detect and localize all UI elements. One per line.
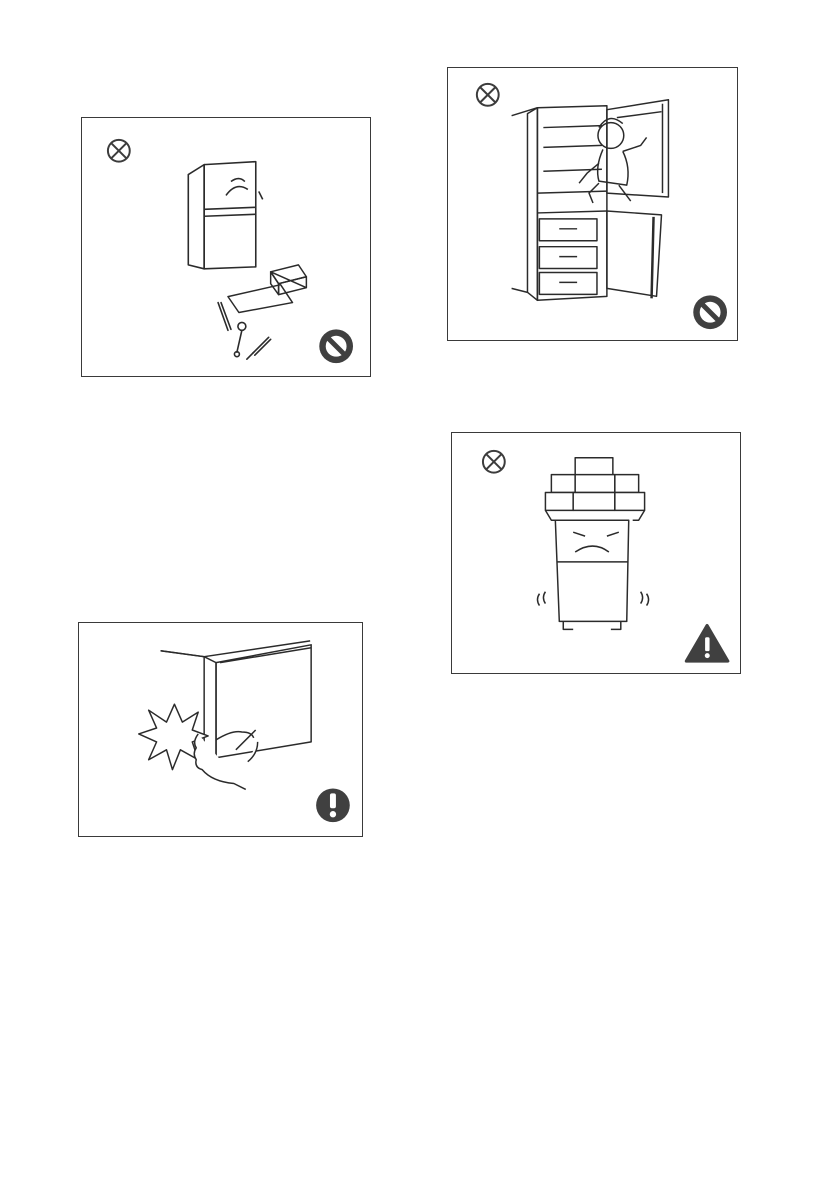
panel-no-overload bbox=[451, 432, 741, 674]
panel-no-disassemble bbox=[81, 117, 371, 377]
mandatory-exclamation-icon bbox=[316, 788, 350, 822]
fridge-character-drawing bbox=[537, 510, 648, 629]
panel-door-pinch bbox=[78, 622, 363, 837]
open-refrigerator-drawing bbox=[512, 100, 669, 301]
prohibition-sign-icon bbox=[693, 295, 727, 329]
prohibited-circle-x-icon bbox=[108, 140, 130, 162]
illustration-refrigerator-disassembly bbox=[82, 118, 370, 376]
prohibition-sign-icon bbox=[319, 329, 353, 363]
prohibited-circle-x-icon bbox=[477, 84, 499, 106]
warning-triangle-icon bbox=[686, 625, 728, 661]
illustration-child-climbing-refrigerator bbox=[448, 68, 737, 340]
illustration-refrigerator-overloaded bbox=[452, 433, 740, 673]
child-drawing bbox=[579, 118, 647, 203]
illustration-hand-caught-in-door bbox=[79, 623, 362, 836]
boxes-drawing bbox=[545, 458, 644, 511]
box-and-panel-drawing bbox=[228, 265, 306, 313]
panel-no-climb bbox=[447, 67, 738, 341]
prohibited-circle-x-icon bbox=[483, 451, 505, 473]
refrigerator-drawing bbox=[188, 162, 262, 269]
